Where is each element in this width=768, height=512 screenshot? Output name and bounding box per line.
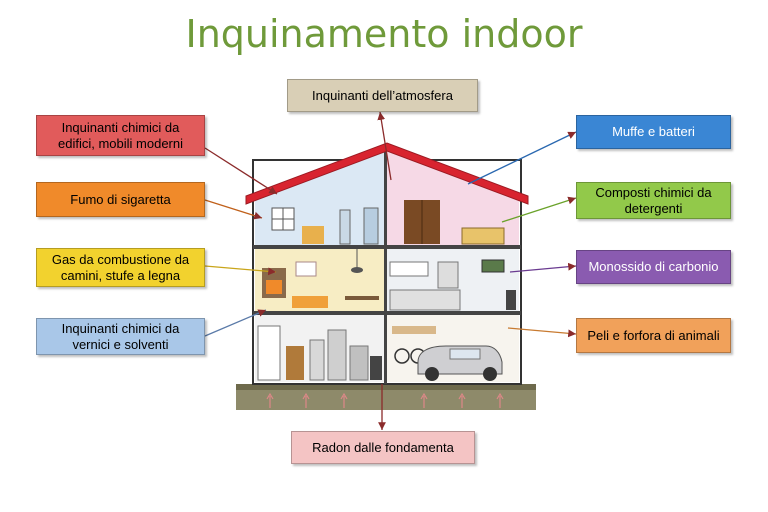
label-gas: Gas da combustione da camini, stufe a le… xyxy=(36,248,205,287)
page-title: Inquinamento indoor xyxy=(185,12,583,56)
connector-peli xyxy=(507,327,577,338)
label-composti: Composti chimici da detergenti xyxy=(576,182,731,219)
label-monossido: Monossido di carbonio xyxy=(576,250,731,284)
connector-muffe xyxy=(467,131,577,185)
connector-lines xyxy=(204,111,577,430)
connector-vernici xyxy=(204,309,267,337)
connector-fumo xyxy=(204,199,263,220)
connector-monossido xyxy=(509,262,577,273)
connector-gas xyxy=(204,265,277,276)
label-radon: Radon dalle fondamenta xyxy=(291,431,475,464)
connector-edifici xyxy=(204,147,278,195)
ground xyxy=(236,384,536,410)
label-peli: Peli e forfora di animali xyxy=(576,318,731,353)
label-muffe: Muffe e batteri xyxy=(576,115,731,149)
connector-atmosfera xyxy=(377,111,392,181)
label-fumo: Fumo di sigaretta xyxy=(36,182,205,217)
connector-composti xyxy=(501,196,577,223)
label-atmosfera: Inquinanti dell’atmosfera xyxy=(287,79,478,112)
house xyxy=(245,142,529,385)
label-vernici: Inquinanti chimici da vernici e solventi xyxy=(36,318,205,355)
label-edifici: Inquinanti chimici da edifici, mobili mo… xyxy=(36,115,205,156)
radon-arrows xyxy=(266,392,504,408)
